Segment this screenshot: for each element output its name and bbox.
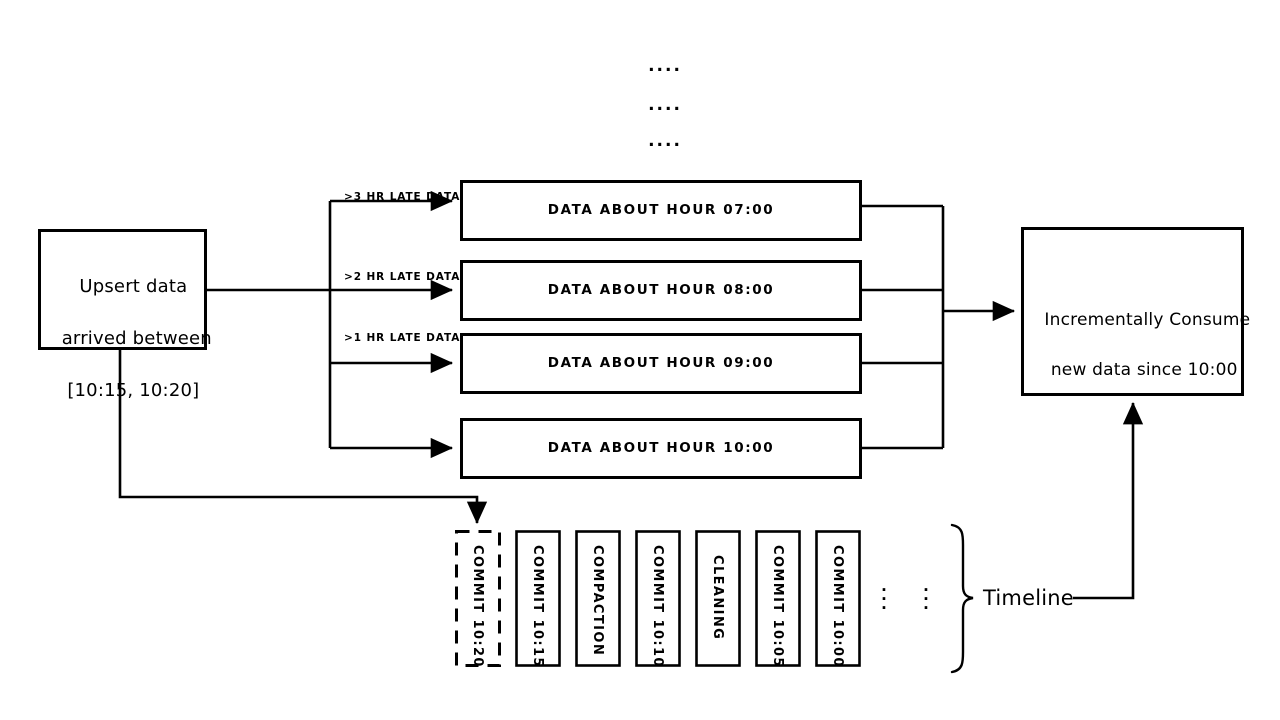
hour-box-3-outline [460,333,862,394]
commit-box-3-outline [635,530,681,667]
ellipsis-row-3: .... [648,131,682,151]
ellipsis-row-1: .... [648,56,682,76]
commit-box-5-outline [755,530,801,667]
connector-timeline-to-consume [1073,401,1144,600]
hour-box-4-label: Data about hour 10:00 [547,440,775,456]
upsert-data-box-outline [38,229,207,350]
consume-line-2: new data since 10:00 [1050,360,1238,380]
timeline-ellipsis-2: ... [923,577,929,613]
hour-box-4-outline [460,418,862,479]
commit-box-0-outline [455,530,501,667]
commit-box-4-label: CLEANING [710,555,725,641]
hour-box-2-label: Data about hour 08:00 [547,282,775,298]
timeline-brace [950,523,974,674]
commit-box-2-label: COMPACTION [590,545,605,657]
upsert-data-box-label: Upsert data arrived between [10:15, 10:2… [38,248,212,430]
commit-box-6-label: COMMIT 10:00 [830,545,845,668]
commit-box-1-label: COMMIT 10:15 [530,545,545,668]
late-data-label-3: >1 hr late data [344,332,461,344]
hour-box-1-outline [460,180,862,241]
timeline-label: Timeline [983,586,1074,610]
hour-box-3-label: Data about hour 09:00 [547,355,775,371]
upsert-line-1: Upsert data [79,276,188,297]
hour-box-1-label: Data about hour 07:00 [547,202,775,218]
hour-box-2-outline [460,260,862,321]
late-data-label-1: >3 hr late data [344,191,461,203]
commit-box-2-outline [575,530,621,667]
late-data-label-2: >2 hr late data [344,271,461,283]
ellipsis-row-2: .... [648,95,682,115]
timeline-ellipsis-1: ... [881,577,887,613]
incremental-consume-box-outline [1021,227,1244,396]
connector-source-to-new-commit [118,349,488,525]
commit-box-1-outline [515,530,561,667]
upsert-line-2: arrived between [61,328,212,349]
commit-box-4-outline [695,530,741,667]
incremental-consume-box-label: Incrementally Consume new data since 10:… [1022,283,1250,408]
commit-box-6-outline [815,530,861,667]
commit-box-5-label: COMMIT 10:05 [770,545,785,668]
commit-box-3-label: COMMIT 10:10 [650,545,665,668]
upsert-line-3: [10:15, 10:20] [67,380,200,401]
consume-line-1: Incrementally Consume [1044,310,1251,330]
commit-box-0-label: COMMIT 10:20 [470,545,485,668]
